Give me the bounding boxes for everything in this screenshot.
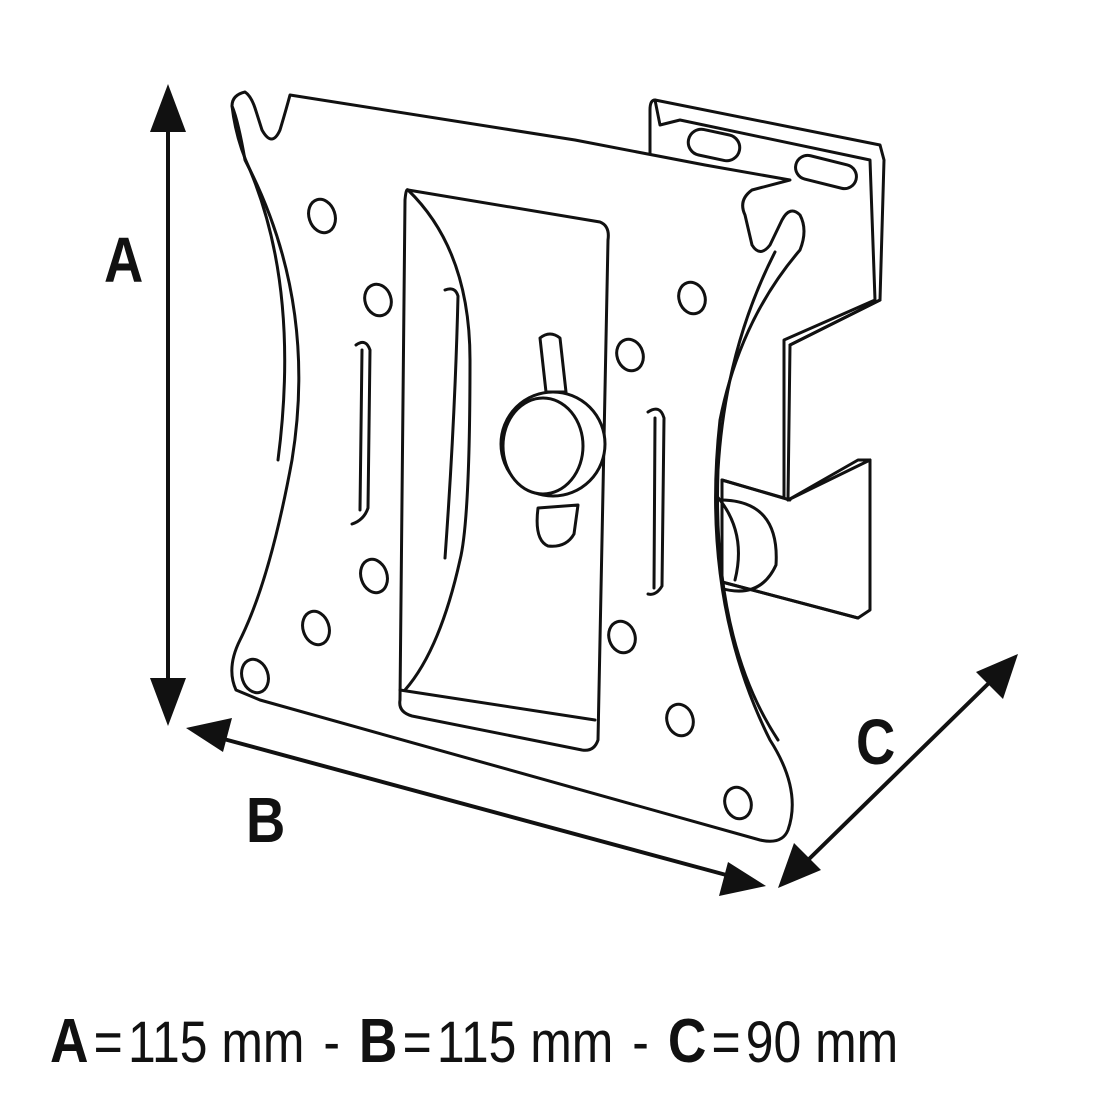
arrow-c [778, 654, 1018, 888]
caption-separator: - [323, 1010, 340, 1075]
dimensions-caption: A = 115 mm - B = 115 mm - C = 90 mm [50, 1006, 898, 1076]
dim-a-value: 115 mm [127, 1010, 305, 1075]
dimension-label-b: B [246, 784, 286, 856]
dimension-label-c: C [856, 706, 896, 778]
dimension-label-a: A [104, 224, 144, 296]
arrow-b [186, 718, 766, 896]
mounting-holes [240, 197, 753, 821]
caption-separator: - [632, 1010, 649, 1075]
dimension-arrows [150, 84, 1018, 896]
dim-c-key: C [667, 1007, 707, 1076]
dim-b-value: 115 mm [436, 1010, 614, 1075]
dim-b-key: B [358, 1007, 398, 1076]
adjustment-slots [350, 340, 666, 596]
dim-a-equals: = [93, 1010, 123, 1075]
arrow-a [150, 84, 186, 726]
tilt-channel [398, 188, 610, 752]
locking-knob [499, 332, 607, 548]
dim-a-key: A [50, 1007, 89, 1076]
dim-b-equals: = [402, 1010, 432, 1075]
dim-c-value: 90 mm [745, 1010, 899, 1075]
dim-c-equals: = [711, 1010, 741, 1075]
